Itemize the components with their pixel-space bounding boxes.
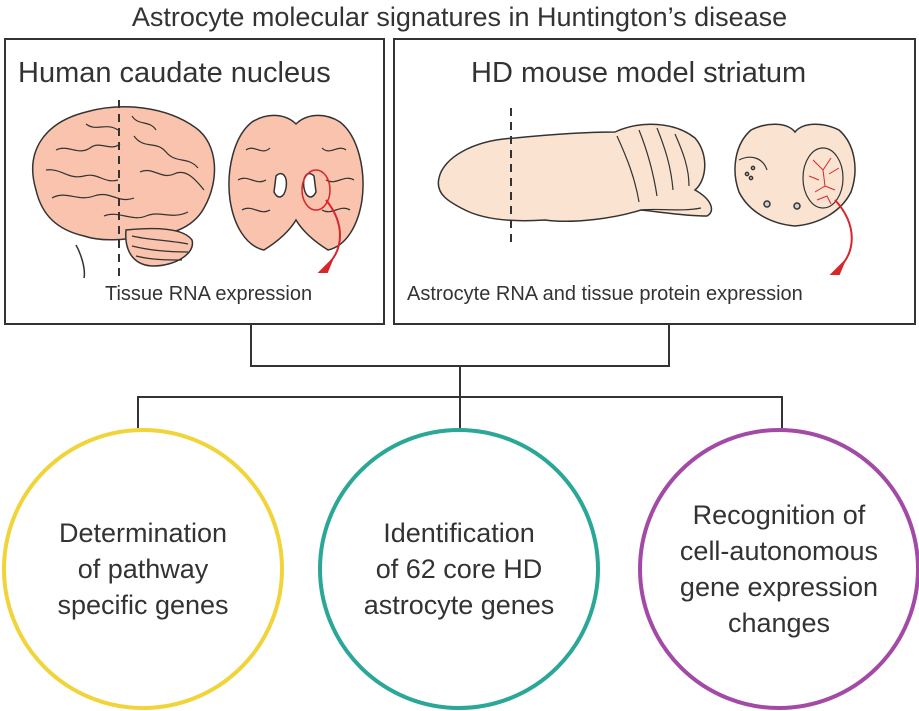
human-panel: Human caudate nucleus <box>4 38 385 325</box>
outcome-circle-pathway-genes: Determination of pathway specific genes <box>2 428 284 710</box>
outcome-line: of 62 core HD <box>375 554 543 584</box>
human-panel-title: Human caudate nucleus <box>18 57 331 89</box>
outcome-line: Identification <box>383 518 535 548</box>
arrow-head-icon <box>829 261 845 275</box>
outcome-line: of pathway <box>77 554 209 584</box>
arrow-head-icon <box>317 259 333 273</box>
outcome-line: cell-autonomous <box>679 536 879 566</box>
mouse-panel-caption: Astrocyte RNA and tissue protein express… <box>407 283 803 305</box>
mouse-panel: HD mouse model striatum <box>393 38 916 325</box>
human-panel-caption: Tissue RNA expression <box>105 283 313 305</box>
outcome-circle-core-genes: Identification of 62 core HD astrocyte g… <box>318 428 600 710</box>
outcome-circle-cell-autonomous: Recognition of cell-autonomous gene expr… <box>638 428 919 710</box>
mouse-brain-coronal <box>734 123 856 227</box>
outcome-line: Determination <box>58 518 228 548</box>
outcome-line: changes <box>727 608 831 638</box>
outcome-line: gene expression <box>679 572 879 602</box>
human-brain-coronal <box>228 114 364 251</box>
mouse-panel-title: HD mouse model striatum <box>471 57 807 89</box>
outcome-line: Recognition of <box>692 500 866 530</box>
mouse-illustrations <box>437 108 856 275</box>
human-illustrations <box>31 100 364 279</box>
arrow-path <box>834 199 853 271</box>
human-brain-lateral <box>31 106 216 279</box>
figure-title: Astrocyte molecular signatures in Huntin… <box>131 2 788 32</box>
outcome-line: astrocyte genes <box>363 590 555 620</box>
outcome-line: specific genes <box>57 590 229 620</box>
mouse-brain-sagittal <box>437 123 713 223</box>
